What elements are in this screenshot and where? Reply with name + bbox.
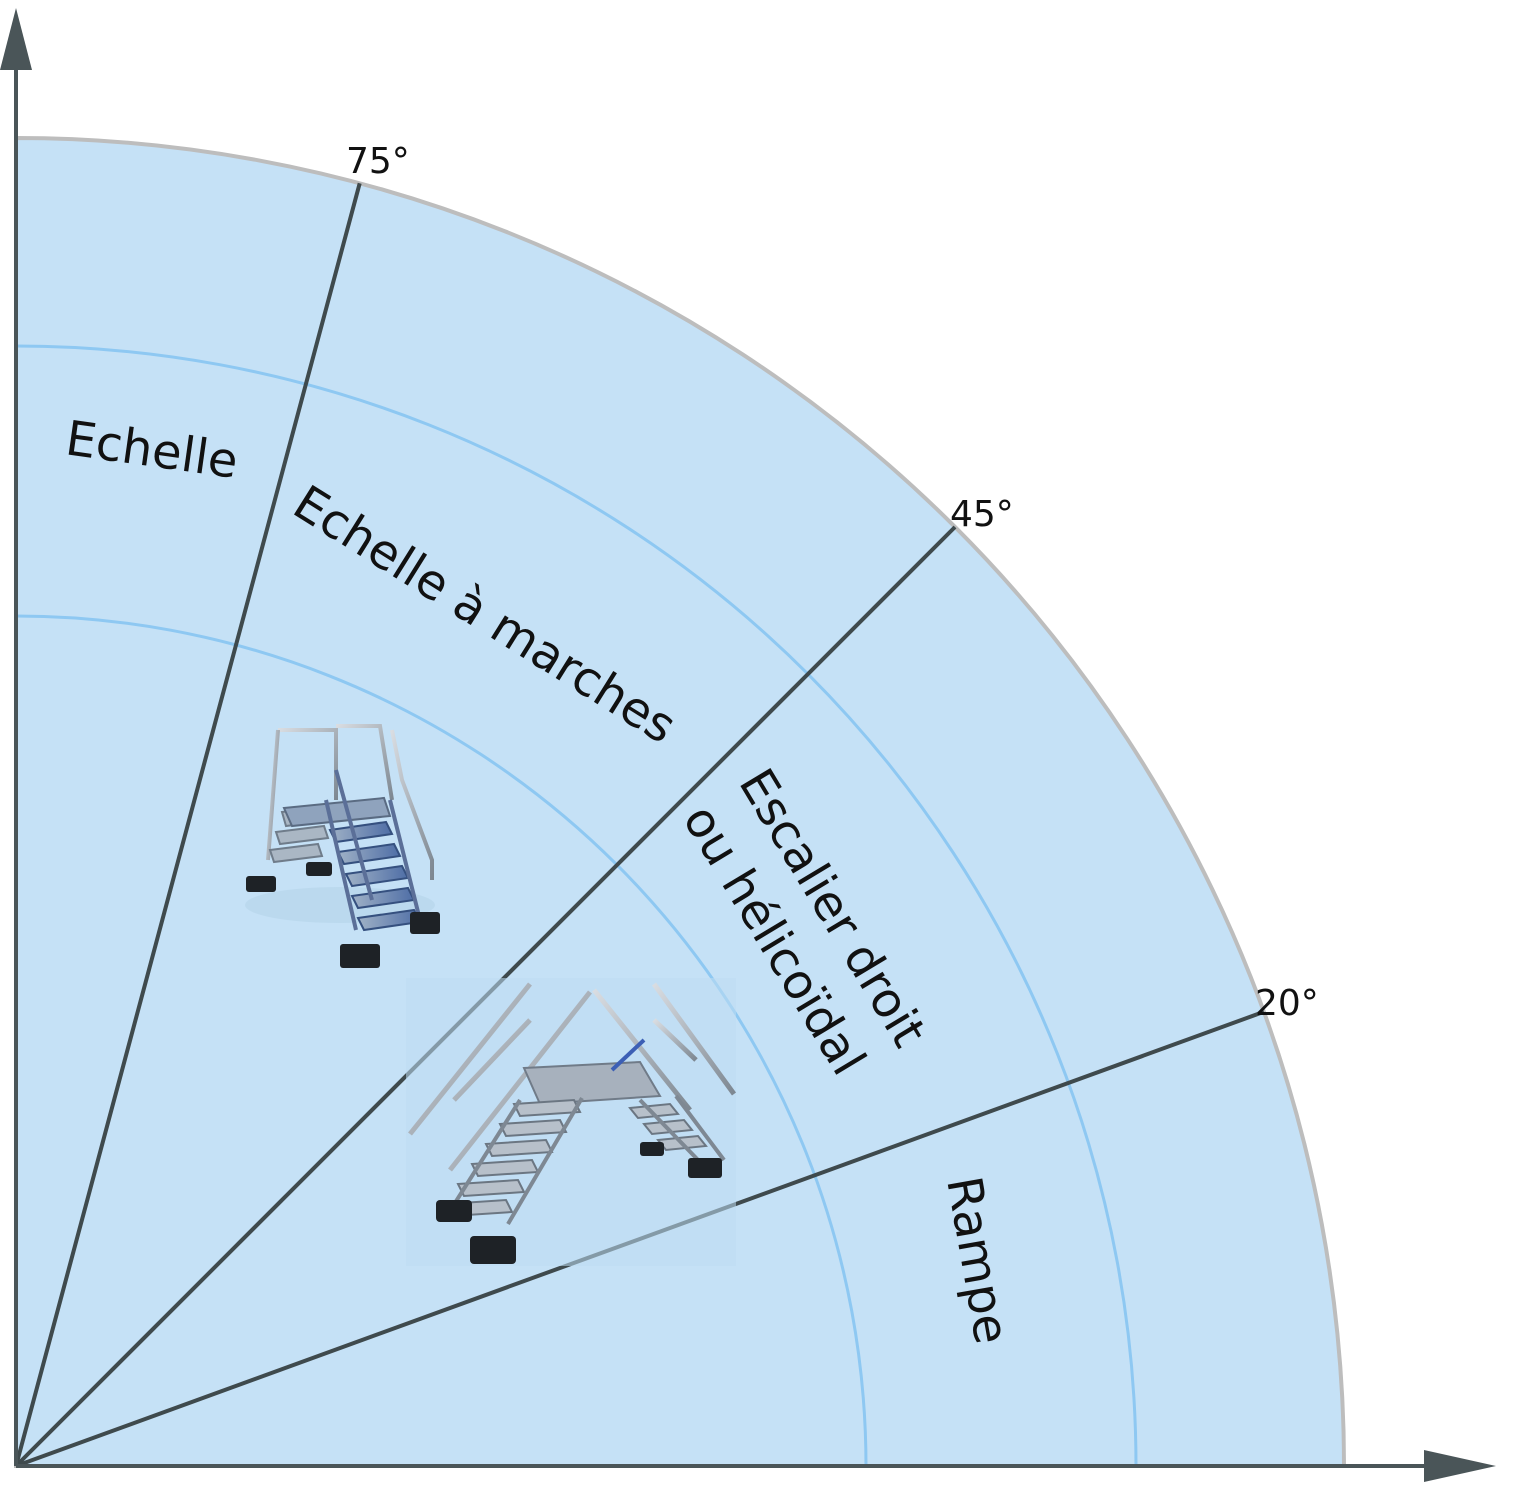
stair-platform-illustration-large (406, 978, 737, 1266)
angle-label-20: 20° (1255, 983, 1319, 1024)
y-axis-arrow-icon (0, 8, 32, 70)
stair-platform-illustration-small (245, 724, 440, 968)
angle-line-75 (14, 182, 362, 1467)
angle-label-45: 45° (950, 494, 1014, 535)
x-axis-arrow-icon (1424, 1450, 1496, 1482)
angle-label-75: 75° (346, 141, 410, 182)
